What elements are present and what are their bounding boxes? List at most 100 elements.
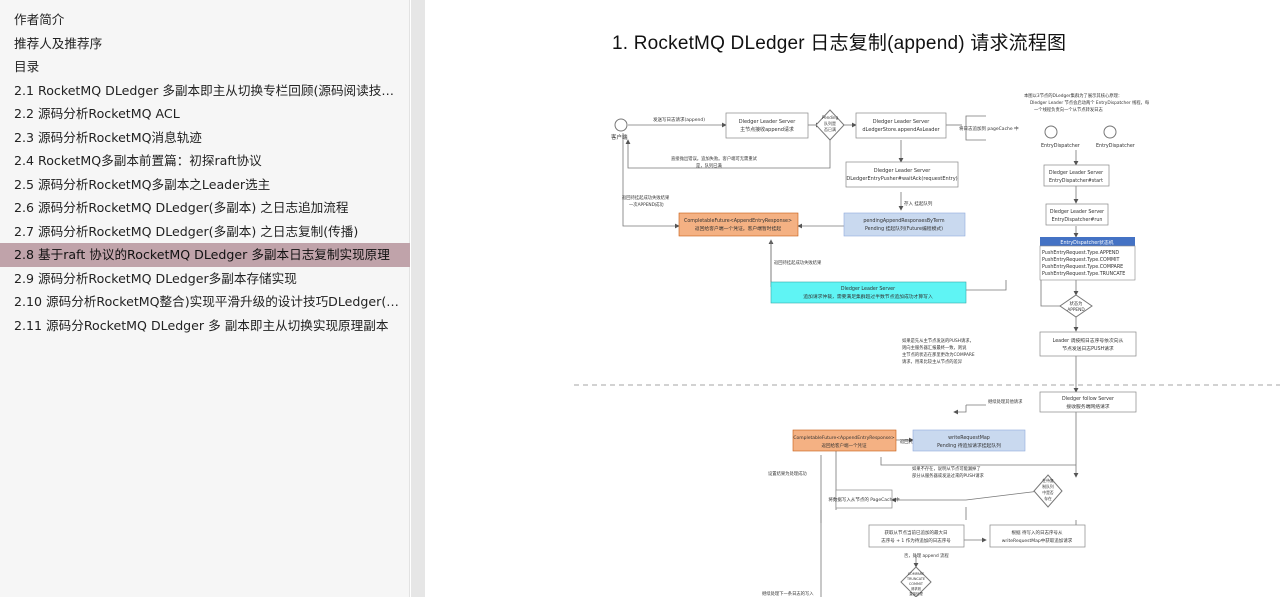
type-l3: COMMIT xyxy=(909,582,924,586)
store-append-box xyxy=(855,112,947,139)
page-title: 1. RocketMQ DLedger 日志复制(append) 请求流程图 xyxy=(612,33,1067,54)
toc-item-2-5[interactable]: 2.5 源码分析RocketMQ多副本之Leader选主 xyxy=(14,176,271,192)
fetch-seq-box xyxy=(868,524,965,548)
state-decision-1: 状态为 xyxy=(1070,300,1083,307)
store-note: 存入 挂起队列 xyxy=(904,200,933,207)
lookup-l1: 根据 待写入的日志序号从 xyxy=(1012,529,1063,536)
fetch-l2: 志序号 + 1 作为待追加的日志序号 xyxy=(881,537,951,544)
wait-ack-l2: DLedgerEntryPusher#waitAck(requestEntry) xyxy=(846,176,957,182)
append-state-decision xyxy=(1059,294,1093,318)
pagecache-write-box xyxy=(835,489,893,509)
leader-receive-box xyxy=(725,112,809,139)
client-node xyxy=(614,118,628,132)
wait-ack-box xyxy=(845,161,959,188)
leader-receive-l2: 主节点接收append请求 xyxy=(740,126,794,133)
toc-item-2-2[interactable]: 2.2 源码分析RocketMQ ACL xyxy=(14,106,180,121)
follower-box xyxy=(1039,391,1137,413)
toc-item-2-11[interactable]: 2.11 源码分RocketMQ DLedger 多 副本即主从切换实现原理副本 xyxy=(14,317,389,333)
compare-note-3: 主节点的状态在那里更改为COMPARE xyxy=(902,351,975,358)
pending-l1: Pending xyxy=(822,115,838,120)
toc-item-author[interactable]: 作者简介 xyxy=(14,12,65,27)
exist-l4: 存在 xyxy=(1044,496,1052,501)
toc-item-2-6[interactable]: 2.6 源码分析RocketMQ DLedger(多副本) 之日志追加流程 xyxy=(14,200,349,215)
state-item-3: PushEntryRequest.Type.COMPARE xyxy=(1042,264,1123,270)
exist-l1: 在待复 xyxy=(1042,478,1054,483)
toc-item-2-8-active[interactable]: 2.8 基于raft 协议的RocketMQ DLedger 多副本日志复制实现… xyxy=(0,243,410,267)
state-item-1: PushEntryRequest.Type.APPEND xyxy=(1042,250,1119,256)
dispatcher-node-2 xyxy=(1103,125,1117,139)
intro-note-1: 本图以3节点的DLedger集群为了展示其核心原理： xyxy=(1024,92,1122,99)
leader-receive-l1: Dledger Leader Server xyxy=(739,119,796,125)
no-process-note: 否，处理 append 流程 xyxy=(904,552,949,559)
future2-l1: CompletableFuture<AppendEntryResponse> xyxy=(793,435,895,441)
dispatcher-run-l1: Dledger Leader Server xyxy=(1050,209,1104,215)
push-l1: Leader 调按照日志序号依次向从 xyxy=(1053,337,1124,344)
pending-l2: 队列是 xyxy=(824,120,836,126)
dispatcher-label-2: EntryDispatcher xyxy=(1096,143,1135,149)
toc-item-2-4[interactable]: 2.4 RocketMQ多副本前置篇：初探raft协议 xyxy=(14,153,262,168)
flow-diagram: 客户端 发送写日志请求(append) Dledger Leader Serve… xyxy=(574,92,1280,597)
pending-queue-l2: Pending 挂起队列(Future编程模式) xyxy=(865,225,943,232)
type-l1: COMPARE xyxy=(908,572,925,576)
push-l2: 节点发送日志PUSH请求 xyxy=(1062,345,1114,352)
exist-l2: 制队列 xyxy=(1042,484,1054,489)
write-map-l1: writeRequestMap xyxy=(948,435,990,441)
pending-queue-box xyxy=(843,212,966,237)
sidebar-scrollbar[interactable] xyxy=(411,0,425,597)
future-box xyxy=(678,212,799,237)
toc-item-contents[interactable]: 目录 xyxy=(14,59,40,74)
state-machine-body xyxy=(1039,245,1136,281)
send-request-note: 发送写日志请求(append) xyxy=(653,116,705,123)
state-machine-title: EntryDispatcher状态机 xyxy=(1060,239,1113,246)
quorum-append-box xyxy=(770,281,967,304)
reject-note-2: 是，队列已满 xyxy=(696,162,722,169)
store-append-l1: Dledger Leader Server xyxy=(873,119,930,125)
toc-list: 作者简介 推荐人及推荐序 目录 2.1 RocketMQ DLedger 多副本… xyxy=(0,8,410,337)
future2-l2: 返回给客户端一个凭证 xyxy=(822,442,867,449)
type-l4: 请求则 xyxy=(911,586,922,591)
write-request-map-box xyxy=(912,429,1026,452)
push-request-box xyxy=(1039,331,1137,357)
pending-l3: 否已满 xyxy=(824,126,836,132)
toc-item-2-10[interactable]: 2.10 源码分析RocketMQ整合)实现平滑升级的设计技巧DLedger(… xyxy=(14,294,399,309)
pagecache-write-label: 将数据写入从节点的 PageCache中 xyxy=(828,496,900,503)
dispatcher-start-box xyxy=(1043,164,1110,187)
dispatcher-start-l1: Dledger Leader Server xyxy=(1049,170,1103,176)
dispatcher-start-l2: EntryDispatcher#start xyxy=(1049,178,1103,184)
state-machine-header xyxy=(1040,237,1135,246)
success-note: 返回待挂起成功失败结果 xyxy=(774,259,822,266)
lookup-request-box xyxy=(989,524,1086,548)
future-l1: CompletableFuture<AppendEntryResponse> xyxy=(684,218,792,224)
dispatcher-node-1 xyxy=(1044,125,1058,139)
dispatcher-label-1: EntryDispatcher xyxy=(1041,143,1080,149)
compare-note-1: 如果是先从主节点发送的PUSH请求， xyxy=(902,337,974,344)
toc-item-2-9[interactable]: 2.9 源码分析RocketMQ DLedger多副本存储实现 xyxy=(14,270,297,286)
compare-note-2: 则向主服务器汇报最终一致，则说 xyxy=(902,344,967,351)
follower-l2: 接收服务端网络请求 xyxy=(1066,403,1109,410)
state-item-4: PushEntryRequest.Type.TRUNCATE xyxy=(1042,271,1125,277)
client-label: 客户端 xyxy=(611,133,628,141)
fetch-l1: 获取从节点当前已追加的最大日 xyxy=(885,529,948,536)
wait-ack-l1: Dledger Leader Server xyxy=(874,168,931,174)
return-pending-1: 返回待挂起成功失败结果 xyxy=(622,194,670,201)
quorum-l1: Dledger Leader Server xyxy=(841,286,895,292)
reject-note-1: 直接抛出错误。追加失败。客户端可无需重试 xyxy=(671,155,758,162)
toc-item-2-7[interactable]: 2.7 源码分析RocketMQ DLedger(多副本) 之日志复制(传播) xyxy=(14,223,359,239)
missing-note-1: 如果不存在，说明从节点可能漏掉了 xyxy=(912,465,981,472)
follower-l1: Dledger follow Server xyxy=(1062,396,1114,402)
scrollbar-thumb[interactable] xyxy=(413,0,423,597)
state-decision-2: APPEND xyxy=(1067,307,1085,313)
lookup-l2: writeRequestMap中获取追加请求 xyxy=(1002,537,1073,544)
pending-exist-decision xyxy=(1033,474,1063,508)
intro-note-2: Dledger Leader 节点会启动两个 EntryDispatcher 线… xyxy=(1030,99,1150,106)
toc-item-preface[interactable]: 推荐人及推荐序 xyxy=(14,35,103,51)
toc-item-2-3[interactable]: 2.3 源码分析RocketMQ消息轨迹 xyxy=(14,129,202,145)
set-success-note: 设置结果为处理成功 xyxy=(768,470,807,477)
quorum-l2: 追加请求仲裁，需要满足集群超过半数节点追加成功才算写入 xyxy=(803,293,933,300)
toc-item-2-1[interactable]: 2.1 RocketMQ DLedger 多副本即主从切换专栏回顾(源码阅读技… xyxy=(14,82,394,98)
missing-note-2: 部分从服务器或发送过来的PUSH请求 xyxy=(912,472,985,479)
type-l2: TRUNCATE xyxy=(906,577,925,581)
toc-sidebar: 作者简介 推荐人及推荐序 目录 2.1 RocketMQ DLedger 多副本… xyxy=(0,0,410,597)
future-l2: 返回给客户端一个凭证。客户端暂时挂起 xyxy=(695,225,782,232)
dispatcher-run-box xyxy=(1045,203,1109,226)
